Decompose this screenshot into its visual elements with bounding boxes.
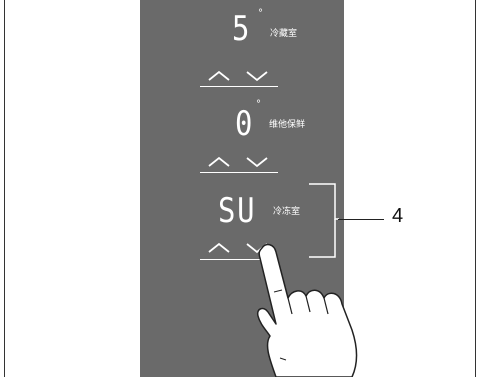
zone-refrigerator: 5 ° 冷藏室: [140, 0, 344, 95]
callout-bracket: [309, 183, 339, 258]
chevron-up-icon[interactable]: [206, 240, 232, 256]
zone-vita-fresh: 0 ° 维他保鲜: [140, 95, 344, 180]
divider: [200, 259, 278, 260]
callout-number: 4: [392, 205, 404, 227]
pointing-hand-icon: [256, 243, 358, 377]
chevron-up-icon[interactable]: [206, 68, 232, 84]
zone-label: 冷藏室: [270, 29, 298, 39]
temperature-display: SU: [218, 191, 257, 231]
temperature-display: 5: [232, 9, 252, 49]
callout-line: [338, 219, 384, 220]
zone-label: 冷冻室: [273, 207, 301, 217]
temperature-display: 0: [235, 104, 255, 144]
degree-symbol: °: [258, 8, 263, 19]
divider: [200, 172, 278, 173]
chevron-down-icon[interactable]: [244, 68, 270, 84]
chevron-up-icon[interactable]: [206, 154, 232, 170]
degree-symbol: °: [256, 99, 261, 110]
manual-frame: [4, 0, 476, 377]
zone-freezer: SU 冷冻室: [140, 180, 344, 270]
chevron-down-icon[interactable]: [244, 154, 270, 170]
divider: [200, 86, 278, 87]
zone-label: 维他保鲜: [269, 120, 306, 130]
